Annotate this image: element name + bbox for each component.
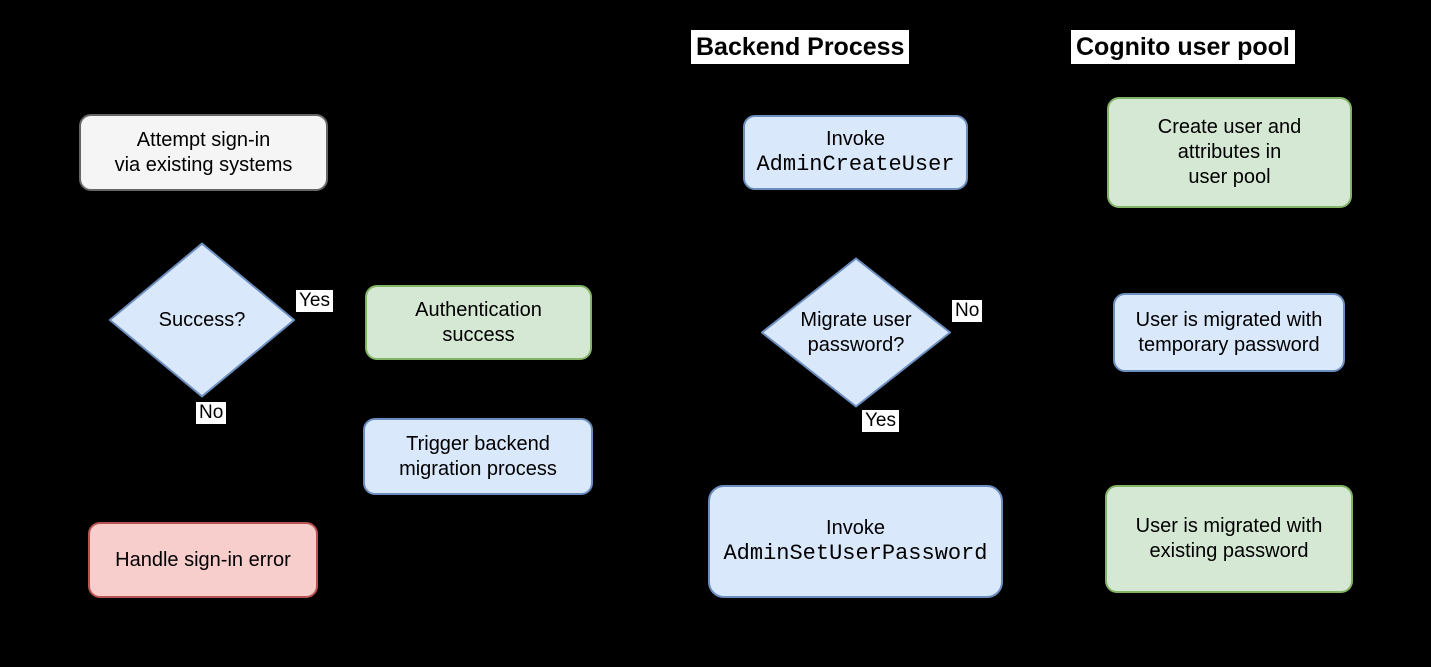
edge-label-no: No <box>196 402 227 424</box>
decision-migrate-user-password: Migrate user password? <box>760 257 952 408</box>
node-label: Attempt sign-in via existing systems <box>114 128 293 176</box>
node-label: Invoke <box>826 127 885 150</box>
node-invoke-adminsetuserpassword: Invoke AdminSetUserPassword <box>708 485 1003 598</box>
node-migrated-existing-password: User is migrated with existing password <box>1105 485 1353 593</box>
node-label: Handle sign-in error <box>115 548 291 571</box>
edge-label-yes: Yes <box>296 290 333 312</box>
edge-label-yes: Yes <box>862 410 899 432</box>
node-label: Trigger backend migration process <box>399 432 557 480</box>
node-authentication-success: Authentication success <box>365 285 592 360</box>
node-migrated-temporary-password: User is migrated with temporary password <box>1113 293 1345 372</box>
node-create-user-attributes: Create user and attributes in user pool <box>1107 97 1352 208</box>
node-handle-signin-error: Handle sign-in error <box>88 522 318 598</box>
node-label: Authentication success <box>415 298 542 346</box>
node-label: Create user and attributes in user pool <box>1157 116 1302 188</box>
node-label: User is migrated with existing password <box>1135 515 1323 562</box>
node-label: User is migrated with temporary password <box>1135 308 1323 356</box>
decision-success: Success? <box>108 242 296 398</box>
decision-diamond-shape <box>760 257 952 408</box>
decision-label: Success? <box>158 308 246 331</box>
column-header-cognito-user-pool: Cognito user pool <box>1071 30 1295 64</box>
decision-label: Migrate user password? <box>800 308 912 356</box>
node-trigger-backend-migration: Trigger backend migration process <box>363 418 593 495</box>
node-attempt-signin: Attempt sign-in via existing systems <box>79 114 328 191</box>
edge-label-no: No <box>952 300 983 322</box>
node-code-label: AdminSetUserPassword <box>723 540 988 566</box>
node-invoke-admincreateuser: Invoke AdminCreateUser <box>743 115 968 190</box>
node-code-label: AdminCreateUser <box>756 151 955 177</box>
column-header-backend-process: Backend Process <box>691 30 910 64</box>
node-label: Invoke <box>826 516 885 539</box>
decision-diamond-shape <box>108 242 296 398</box>
